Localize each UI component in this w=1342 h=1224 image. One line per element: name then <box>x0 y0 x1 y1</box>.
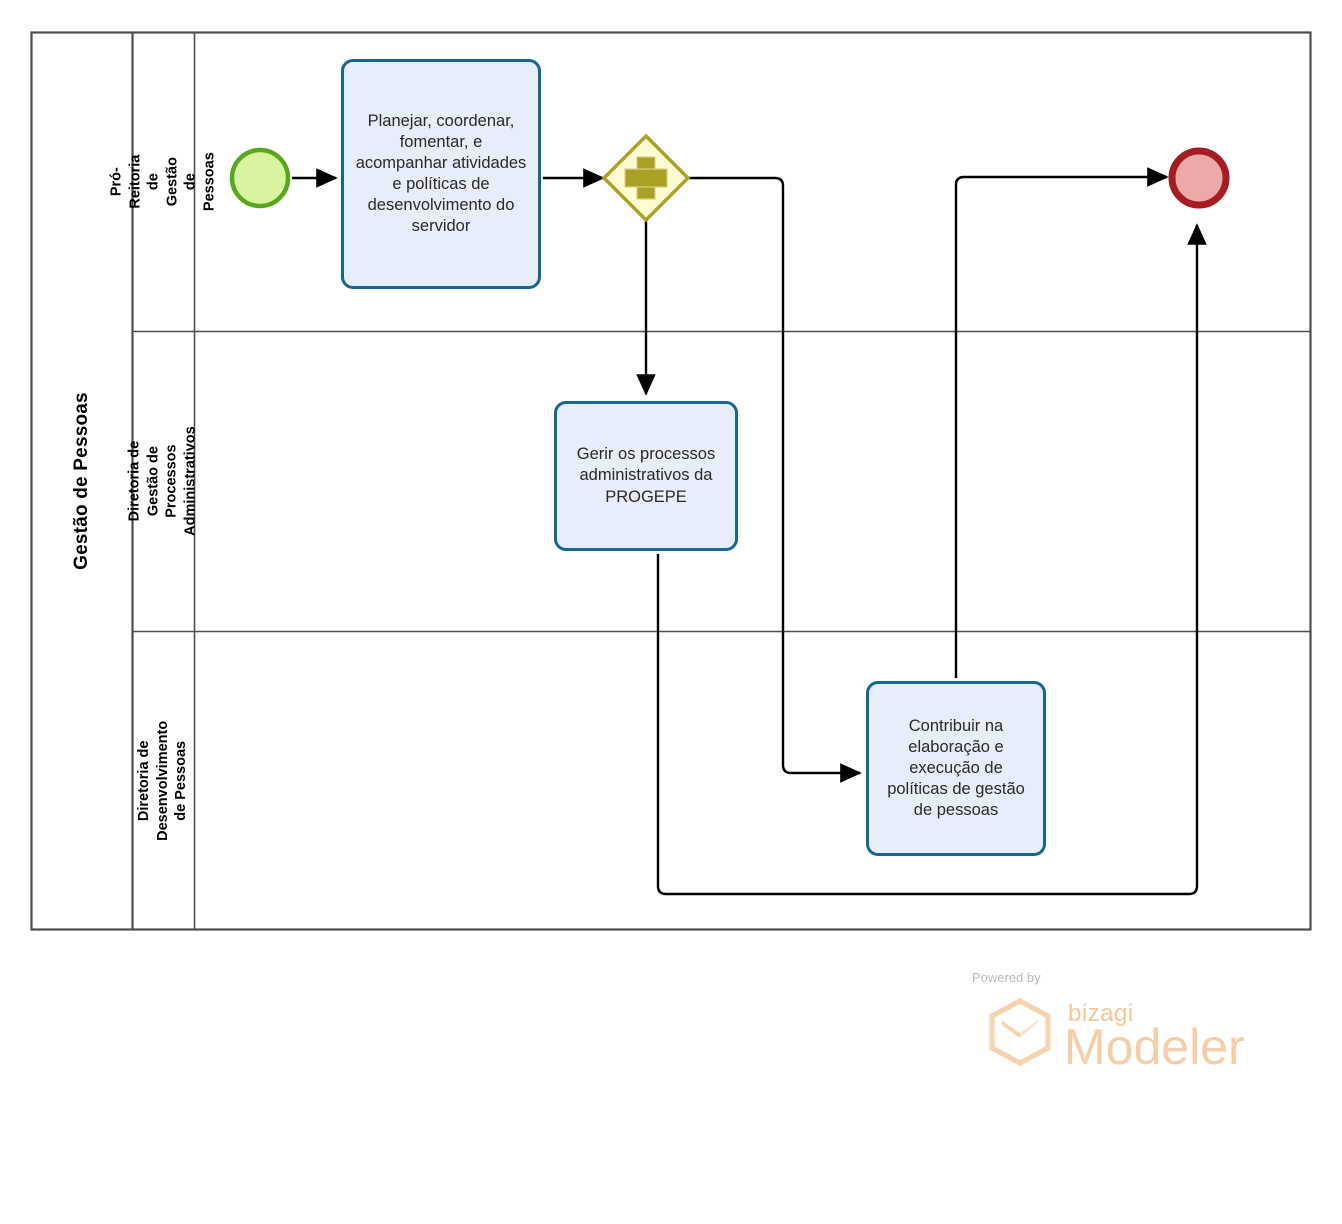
parallel-gateway[interactable] <box>601 133 691 223</box>
sequence-flow-layer <box>292 167 1207 896</box>
plus-icon <box>624 156 668 200</box>
flow-contribuir-to-end <box>954 167 1169 678</box>
flow-gateway-to-contribuir <box>688 176 862 783</box>
task-planejar[interactable]: Planejar, coordenar, fomentar, e acompan… <box>341 59 541 289</box>
task-planejar-label: Planejar, coordenar, fomentar, e acompan… <box>355 111 527 236</box>
task-contribuir[interactable]: Contribuir na elaboração e execução de p… <box>866 681 1046 856</box>
end-event[interactable] <box>1168 147 1230 209</box>
task-gerir-label: Gerir os processos administrativos da PR… <box>576 445 716 506</box>
task-gerir[interactable]: Gerir os processos administrativos da PR… <box>554 401 738 551</box>
start-event[interactable] <box>229 147 291 209</box>
task-contribuir-label: Contribuir na elaboração e execução de p… <box>887 716 1025 820</box>
flow-gerir-to-end <box>656 223 1207 896</box>
